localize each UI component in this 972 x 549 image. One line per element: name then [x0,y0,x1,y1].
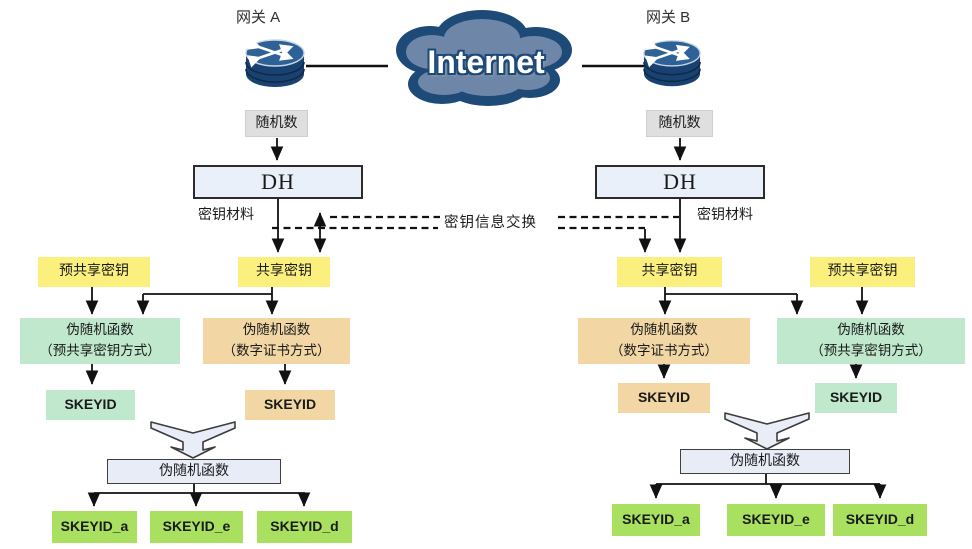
prf-mode: （数字证书方式） [610,343,718,358]
shared-key-box-b: 共享密钥 [617,257,722,287]
merge-funnel-icon-b [724,412,810,450]
prf-pre-shared-box-b: 伪随机函数 （预共享密钥方式） [777,318,965,364]
shared-key-box-a: 共享密钥 [238,257,330,287]
skeyid-pre-shared-box-a: SKEYID [46,390,135,420]
random-number-box-b: 随机数 [646,110,713,137]
prf-cert-box-b: 伪随机函数 （数字证书方式） [578,318,750,364]
skeyid-e-box-b: SKEYID_e [727,504,825,536]
skeyid-cert-box-a: SKEYID [245,390,335,420]
key-material-label-b: 密钥材料 [697,208,753,223]
gateway-b-label: 网关 B [646,9,691,26]
prf-mode: （数字证书方式） [222,343,331,358]
internet-label: Internet [427,44,545,80]
dh-box-a: DH [193,165,363,199]
gateway-a-label: 网关 A [236,9,281,26]
router-b-icon [643,38,701,87]
skeyid-a-box-a: SKEYID_a [52,511,137,543]
router-a-icon [245,37,305,87]
prf-final-box-b: 伪随机函数 [680,449,850,474]
prf-title: 伪随机函数 [242,322,311,338]
prf-title: 伪随机函数 [630,322,698,338]
prf-cert-box-a: 伪随机函数 （数字证书方式） [203,318,350,364]
random-number-box-a: 随机数 [245,110,308,137]
key-exchange-label: 密钥信息交换 [444,215,537,231]
skeyid-cert-box-b: SKEYID [618,383,710,413]
pre-shared-key-box-a: 预共享密钥 [38,257,150,287]
prf-mode: （预共享密钥方式） [39,343,161,358]
prf-title: 伪随机函数 [837,322,905,338]
skeyid-pre-shared-box-b: SKEYID [815,383,897,413]
pre-shared-key-box-b: 预共享密钥 [810,257,915,287]
skeyid-d-box-a: SKEYID_d [257,511,352,543]
skeyid-d-box-b: SKEYID_d [833,504,927,536]
prf-pre-shared-box-a: 伪随机函数 （预共享密钥方式） [20,318,180,364]
prf-title: 伪随机函数 [66,322,134,338]
prf-final-box-a: 伪随机函数 [107,459,281,484]
dh-box-b: DH [595,165,765,199]
merge-funnel-icon-a [150,421,236,459]
prf-mode: （预共享密钥方式） [810,343,932,358]
skeyid-a-box-b: SKEYID_a [612,504,700,536]
skeyid-e-box-a: SKEYID_e [150,511,243,543]
key-material-label-a: 密钥材料 [198,208,254,223]
internet-cloud-icon [396,10,572,106]
